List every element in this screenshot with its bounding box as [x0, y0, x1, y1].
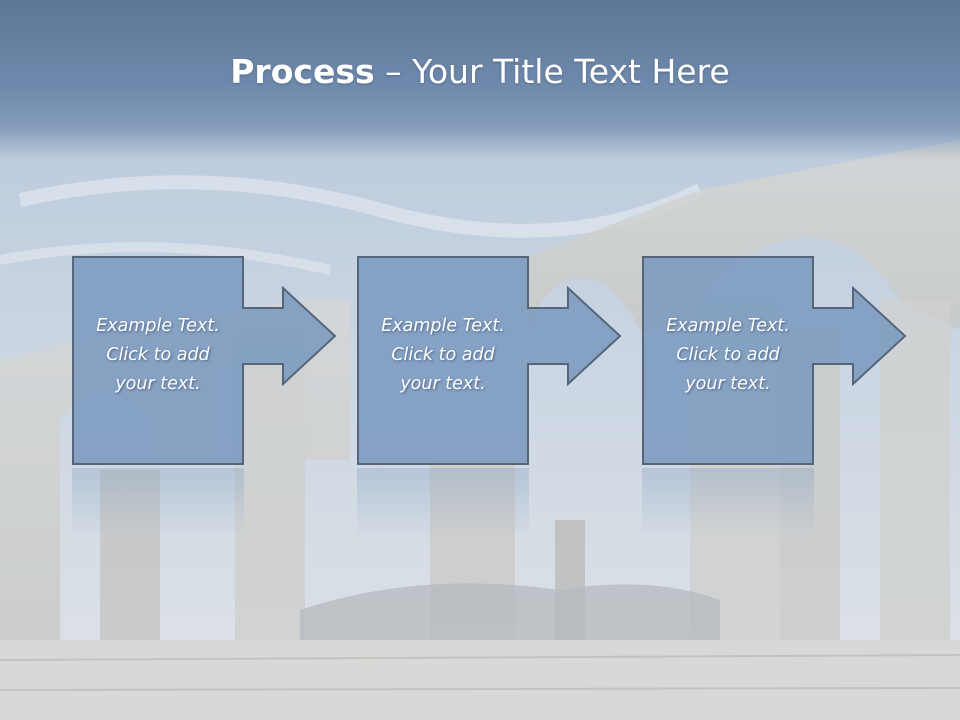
process-step-3[interactable]: Example Text. Click to add your text. — [642, 256, 912, 466]
title-bold-part: Process — [230, 52, 375, 91]
step-text-line: Example Text. — [666, 316, 790, 336]
arrow-callout-shape — [72, 256, 337, 465]
step-text-line: Click to add — [391, 345, 495, 365]
step-3-text[interactable]: Example Text. Click to add your text. — [648, 312, 808, 399]
process-step-2[interactable]: Example Text. Click to add your text. — [357, 256, 627, 466]
step-text-line: your text. — [685, 374, 771, 394]
step-text-line: Click to add — [676, 345, 780, 365]
step-text-line: your text. — [400, 374, 486, 394]
slide-title[interactable]: Process – Your Title Text Here — [0, 52, 960, 91]
title-rest-part: – Your Title Text Here — [374, 52, 730, 91]
step-1-reflection — [72, 468, 244, 538]
process-step-1[interactable]: Example Text. Click to add your text. — [72, 256, 342, 466]
step-text-line: Click to add — [106, 345, 210, 365]
step-text-line: Example Text. — [381, 316, 505, 336]
step-2-reflection — [357, 468, 529, 538]
step-3-reflection — [642, 468, 814, 538]
step-text-line: your text. — [115, 374, 201, 394]
arrow-callout-shape — [357, 256, 622, 465]
step-text-line: Example Text. — [96, 316, 220, 336]
step-1-text[interactable]: Example Text. Click to add your text. — [78, 312, 238, 399]
arrow-callout-shape — [642, 256, 907, 465]
step-2-text[interactable]: Example Text. Click to add your text. — [363, 312, 523, 399]
title-band — [0, 0, 960, 160]
